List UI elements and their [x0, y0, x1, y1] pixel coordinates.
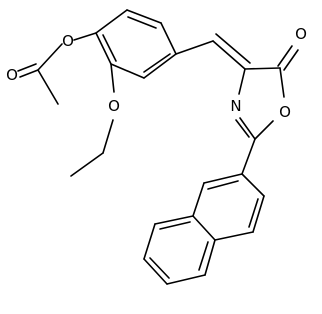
bond-c5-carbonyl-o-2	[283, 49, 299, 71]
bond-naph-8	[143, 223, 156, 260]
atom-o-lactone-carbonyl: O	[295, 25, 307, 43]
bond-naph-9	[143, 258, 168, 285]
atom-o-ethoxy: O	[108, 97, 120, 115]
bond-naph-4	[192, 215, 216, 241]
atom-n-ring: N	[230, 97, 241, 115]
bond-naph-2-inner	[248, 198, 259, 228]
bond-naph-7	[154, 215, 194, 225]
bond-benzene-4-inner	[143, 53, 171, 73]
atom-o-ester: O	[62, 32, 74, 50]
bond-ethoxy-ch2-ch3	[70, 152, 104, 177]
bond-benzene-3	[160, 22, 177, 55]
atom-o-acetyl-carbonyl: O	[6, 66, 18, 84]
bond-ring-methine	[175, 40, 214, 55]
bond-ring-ethoxy-o	[110, 63, 115, 93]
bond-acetyl-ester-o	[37, 43, 63, 71]
bond-acetyl-carbonyl-2	[17, 63, 37, 72]
bond-naph-2	[252, 195, 265, 233]
bond-c5-carbonyl-o-1	[277, 45, 293, 67]
bond-acetyl-methyl	[37, 69, 59, 105]
bond-benzene-2	[126, 9, 162, 24]
bond-naph-6	[203, 173, 243, 184]
bond-naph-3	[214, 231, 254, 241]
bond-c4-c5	[244, 67, 281, 70]
bond-naph-11-inner	[198, 241, 209, 271]
bond-ring-o-c2	[254, 120, 274, 140]
bonds	[17, 9, 299, 285]
bond-naph-7-inner	[159, 221, 191, 230]
bond-benzene-1	[95, 9, 128, 34]
bond-c2-naphthyl	[241, 138, 256, 175]
bond-naph-6-inner	[207, 180, 239, 190]
bond-naph-10	[166, 274, 206, 285]
bond-ester-o-ring	[73, 32, 97, 41]
bond-methine-c4-double	[215, 33, 251, 64]
atom-o-ring: O	[279, 103, 291, 121]
bond-ethoxy-o-ch2	[102, 119, 114, 154]
bond-n-c4	[238, 68, 246, 95]
bond-naph-5	[192, 182, 205, 217]
bond-benzene-6-inner	[102, 34, 117, 62]
bond-c2-n	[239, 117, 256, 140]
bond-acetyl-carbonyl-1	[19, 69, 39, 78]
bond-benzene-4	[143, 53, 177, 79]
atom-labels: O O O N O O	[6, 25, 307, 121]
bond-benzene-5	[110, 63, 145, 79]
bond-naph-1	[241, 173, 265, 197]
bond-c5-ring-o	[279, 67, 285, 98]
bond-methine-c4	[212, 40, 246, 70]
bond-naph-11	[204, 239, 216, 276]
bond-c2-n-double	[235, 119, 250, 138]
bond-benzene-2-inner	[127, 16, 157, 29]
bond-benzene-6	[95, 32, 112, 65]
bond-naph-9-inner	[149, 257, 170, 279]
